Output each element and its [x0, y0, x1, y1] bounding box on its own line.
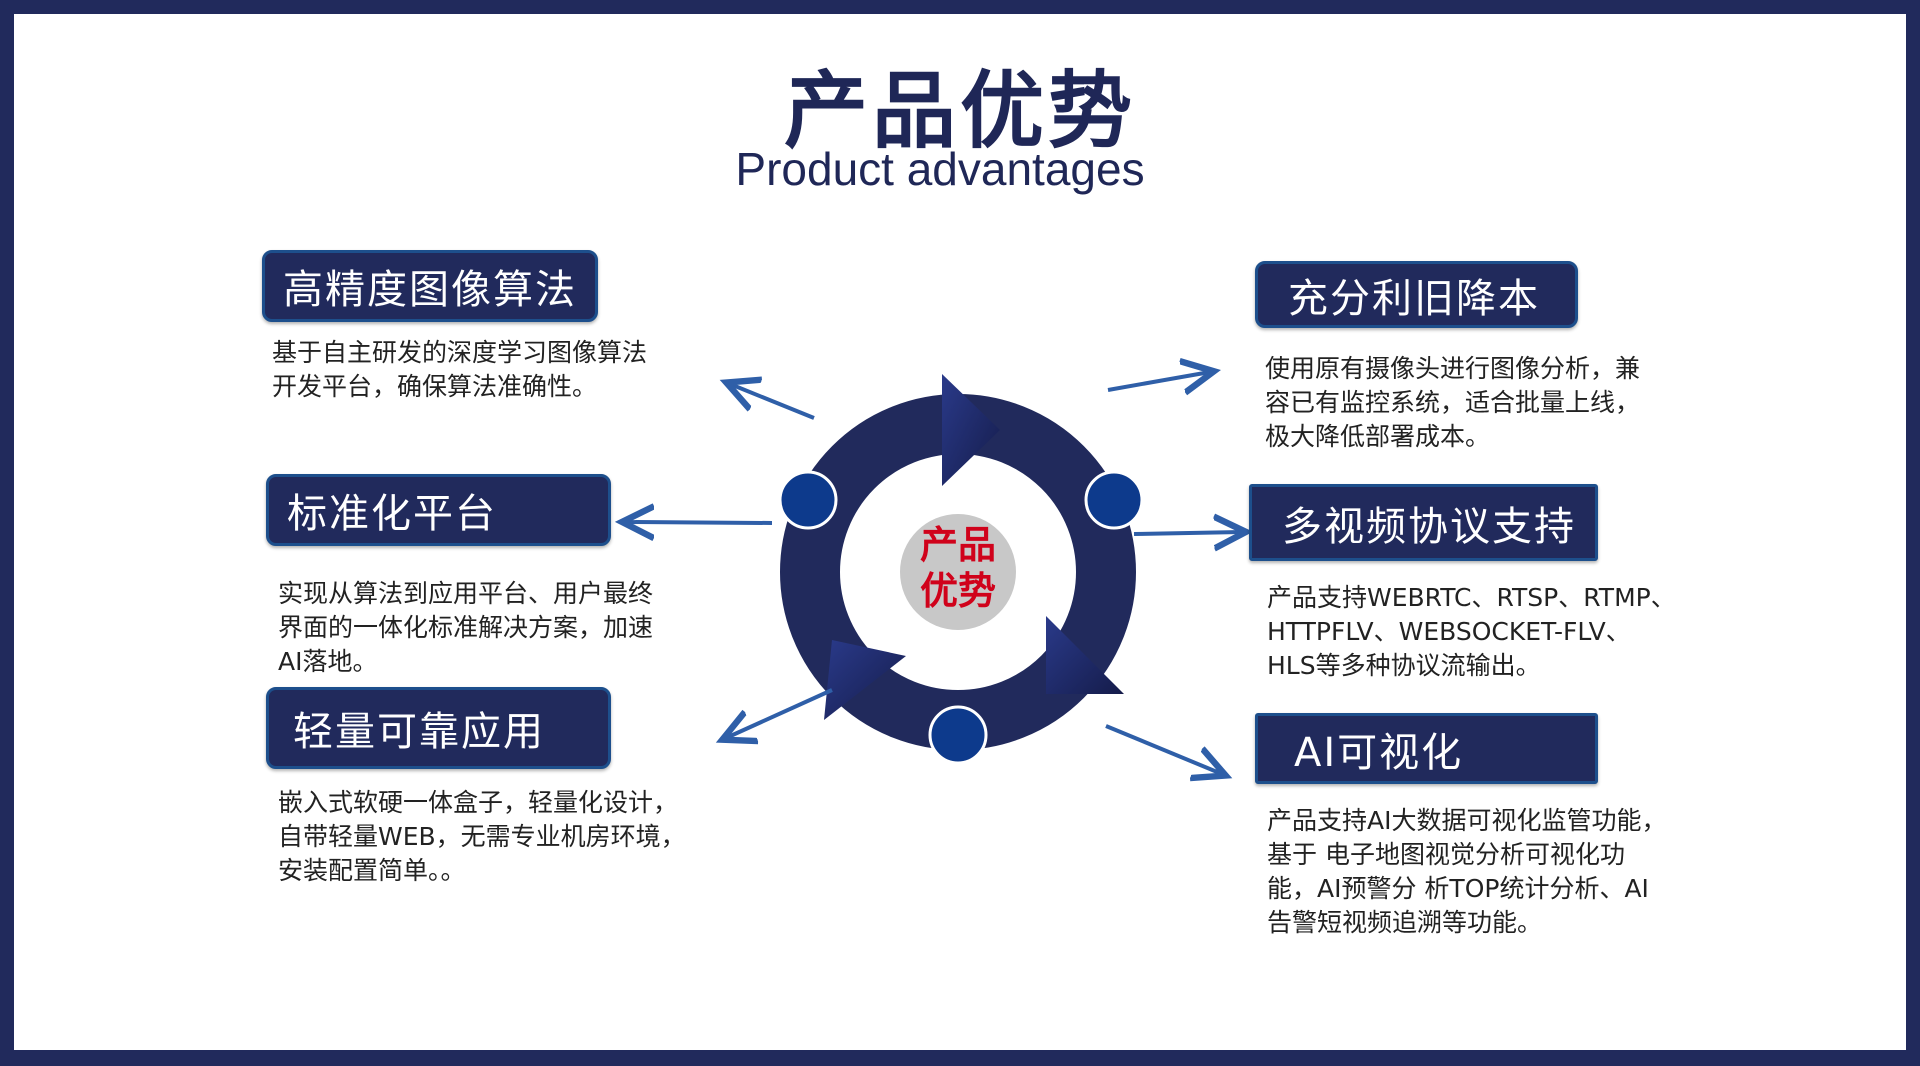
feature-title-2: 标准化平台	[266, 474, 611, 546]
arrow-to-feature-5	[1133, 532, 1242, 534]
page-subtitle: Product advantages	[735, 143, 1145, 195]
node-dot-left	[778, 470, 838, 530]
feature-title-5: 多视频协议支持	[1249, 484, 1598, 561]
node-dot-right	[1084, 470, 1144, 530]
feature-title-6: AI可视化	[1255, 713, 1598, 784]
feature-desc-2: 实现从算法到应用平台、用户最终 界面的一体化标准解决方案，加速 AI落地。	[278, 579, 654, 676]
arrow-to-feature-2	[626, 522, 773, 523]
cycle-arrow-top	[942, 374, 1000, 486]
center-label-line1: 产品	[920, 523, 996, 567]
page-title: 产品优势	[783, 62, 1136, 160]
feature-desc-3: 嵌入式软硬一体盒子，轻量化设计， 自带轻量WEB，无需专业机房环境， 安装配置简…	[278, 788, 686, 885]
cycle-arrow-right	[1046, 616, 1124, 694]
arrow-to-feature-4	[1107, 372, 1210, 390]
center-circle	[900, 514, 1016, 630]
arrow-to-feature-3	[726, 688, 833, 738]
node-dot-bottom	[928, 705, 988, 765]
cycle-arrow-left	[824, 640, 906, 720]
feature-desc-4: 使用原有摄像头进行图像分析，兼 容已有监控系统，适合批量上线， 极大降低部署成本…	[1265, 354, 1641, 451]
feature-desc-1: 基于自主研发的深度学习图像算法 开发平台，确保算法准确性。	[272, 338, 648, 401]
feature-title-1: 高精度图像算法	[262, 250, 598, 322]
feature-title-3: 轻量可靠应用	[266, 687, 611, 769]
center-label-line2: 优势	[920, 569, 996, 613]
feature-desc-6: 产品支持AI大数据可视化监管功能， 基于 电子地图视觉分析可视化功 能，AI预警…	[1267, 806, 1667, 937]
feature-desc-5: 产品支持WEBRTC、RTSP、RTMP、 HTTPFLV、WEBSOCKET-…	[1267, 583, 1676, 680]
arrow-to-feature-1	[730, 384, 815, 420]
arrow-to-feature-6	[1105, 724, 1222, 774]
feature-title-4: 充分利旧降本	[1255, 261, 1578, 328]
